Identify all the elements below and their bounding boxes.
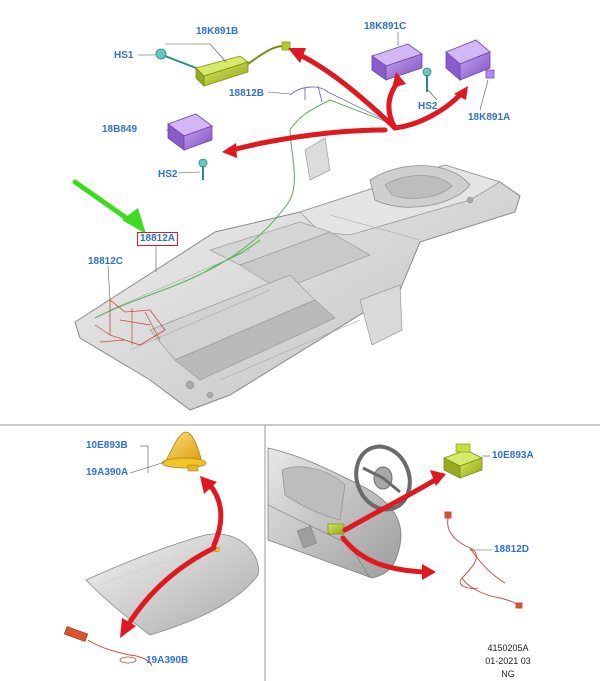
dashboard-panel xyxy=(267,447,402,579)
label-10E893B: 10E893B xyxy=(86,440,128,451)
leader-lines-top xyxy=(107,32,489,301)
module-18K891A xyxy=(445,39,495,81)
screw-HS2-right xyxy=(422,67,432,92)
reference-date: 01-2021 03 xyxy=(485,656,531,666)
label-18K891A: 18K891A xyxy=(468,112,511,123)
module-10E893A-installed xyxy=(327,523,345,535)
arrows-bottom-left xyxy=(125,482,224,628)
label-19A390A: 19A390A xyxy=(86,467,129,478)
label-19A390B: 19A390B xyxy=(146,655,189,666)
label-18812C: 18812C xyxy=(88,256,124,267)
steering-wheel xyxy=(354,444,412,512)
leader-lines-bl xyxy=(129,445,166,474)
harness-18812D xyxy=(444,511,523,609)
label-18K891C: 18K891C xyxy=(364,21,407,32)
floor-pan xyxy=(74,137,521,411)
label-HS1: HS1 xyxy=(114,50,134,61)
label-HS2-right: HS2 xyxy=(418,101,438,112)
harness-19A390B xyxy=(63,626,153,667)
arrowheads-bottom-right xyxy=(422,470,446,580)
label-18K891B: 18K891B xyxy=(196,26,239,37)
harness-18812A xyxy=(94,99,396,319)
arrowheads-top xyxy=(222,48,468,158)
label-18812B: 18812B xyxy=(229,88,265,99)
module-18B849 xyxy=(167,113,213,151)
module-18K891B xyxy=(195,41,291,87)
screw-HS2-left xyxy=(198,158,208,180)
screw-HS1 xyxy=(155,48,197,69)
reference-code: 4150205A xyxy=(487,643,529,653)
label-10E893A: 10E893A xyxy=(492,450,534,461)
roof-panel xyxy=(85,533,259,636)
antenna-10E893B xyxy=(161,431,207,472)
arrows-bottom-right xyxy=(340,477,438,575)
label-18B849: 18B849 xyxy=(102,124,138,135)
label-HS2-left: HS2 xyxy=(158,169,178,180)
arrowheads-bottom-left xyxy=(120,476,217,638)
label-18812D: 18812D xyxy=(494,544,530,555)
harness-18812C xyxy=(94,299,166,346)
reference-region: NG xyxy=(501,669,515,679)
module-18K891C xyxy=(371,43,423,81)
panel-dividers xyxy=(0,424,600,681)
module-10E893A xyxy=(442,443,484,479)
label-18812A: 18812A xyxy=(137,232,179,246)
leader-lines-br xyxy=(470,455,492,551)
arrow-green xyxy=(72,179,146,234)
